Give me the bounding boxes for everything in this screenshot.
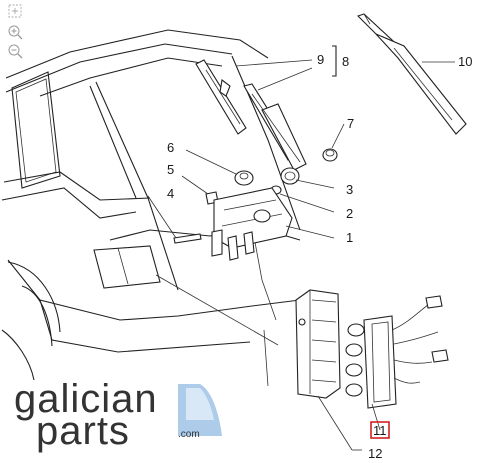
callout-2: 2 bbox=[346, 206, 353, 221]
leader-8-9 bbox=[235, 45, 337, 91]
fit-to-screen-icon[interactable] bbox=[8, 4, 22, 18]
part-3-seal[interactable] bbox=[280, 167, 335, 189]
logo-line1: galician bbox=[14, 377, 158, 421]
callout-5: 5 bbox=[167, 162, 174, 177]
part-8-wiper-arm[interactable] bbox=[243, 83, 307, 171]
callout-labels: 9 8 10 7 6 5 4 3 2 1 12 11 bbox=[167, 52, 472, 461]
part-7-nut[interactable] bbox=[322, 123, 345, 162]
callout-6: 6 bbox=[167, 140, 174, 155]
callout-1: 1 bbox=[346, 230, 353, 245]
part-10-wiper-arm[interactable] bbox=[356, 13, 467, 135]
part-4-rod[interactable] bbox=[147, 195, 202, 244]
part-11-bulb-holder[interactable] bbox=[345, 295, 449, 431]
zoom-in-icon[interactable] bbox=[8, 25, 23, 40]
callout-11-highlight bbox=[370, 421, 390, 439]
logo-suffix: .com bbox=[178, 429, 200, 440]
part-9-wiper-blade[interactable] bbox=[195, 59, 247, 135]
part-6-grommet[interactable] bbox=[185, 149, 254, 186]
part-1-wiper-motor[interactable] bbox=[211, 187, 335, 261]
logo-line2: parts bbox=[36, 409, 130, 453]
callout-12: 12 bbox=[368, 446, 382, 461]
callout-10: 10 bbox=[458, 54, 472, 69]
callout-4: 4 bbox=[167, 186, 174, 201]
callout-7: 7 bbox=[347, 116, 354, 131]
zoom-out-icon[interactable] bbox=[8, 44, 23, 59]
part-12-tail-light[interactable] bbox=[295, 289, 353, 451]
part-5-bolt[interactable] bbox=[181, 175, 219, 205]
callout-3: 3 bbox=[346, 182, 353, 197]
galicianparts-logo: galician parts .com bbox=[14, 377, 222, 453]
callout-11: 11 bbox=[373, 423, 387, 438]
callout-8: 8 bbox=[342, 54, 349, 69]
car-body-outline bbox=[1, 29, 301, 387]
callout-9: 9 bbox=[317, 52, 324, 67]
